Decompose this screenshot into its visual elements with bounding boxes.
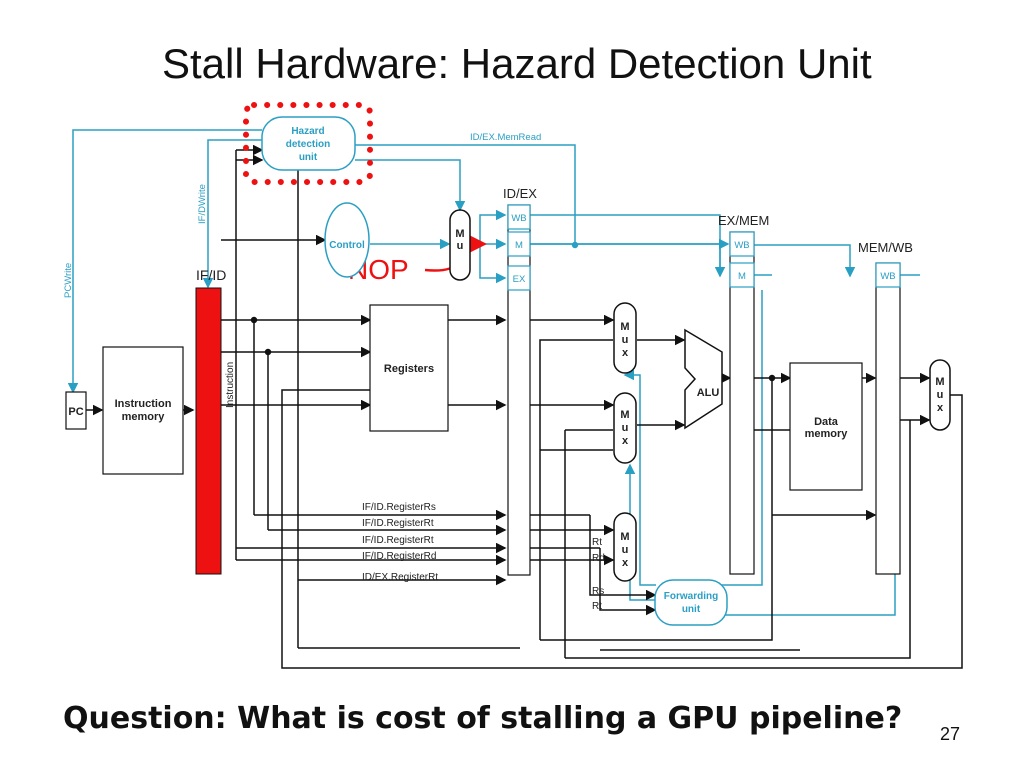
svg-text:WB: WB — [511, 213, 526, 224]
fwd-rs-label: Rs — [592, 586, 604, 597]
instruction-label: Instruction — [225, 362, 236, 408]
svg-text:x: x — [622, 557, 629, 569]
register-file: Registers — [369, 304, 449, 432]
page-number: 27 — [940, 724, 961, 744]
alu-input-mux-b: M u x — [613, 392, 637, 464]
svg-text:u: u — [622, 544, 629, 556]
control-wires — [67, 129, 920, 616]
svg-text:Data: Data — [814, 416, 839, 428]
svg-text:Hazard: Hazard — [291, 126, 324, 137]
exmem-register: WB M — [729, 231, 755, 575]
svg-text:WB: WB — [880, 271, 895, 282]
mux-rt-label: Rt — [592, 537, 602, 548]
svg-text:Control: Control — [329, 240, 365, 251]
control-unit: Control — [324, 202, 370, 278]
idex-memread-label: ID/EX.MemRead — [470, 132, 541, 143]
forwarding-unit: Forwarding unit — [654, 579, 728, 626]
svg-text:u: u — [622, 334, 629, 346]
svg-text:WB: WB — [734, 240, 749, 251]
svg-text:PC: PC — [68, 406, 83, 418]
svg-text:M: M — [515, 240, 523, 251]
svg-text:unit: unit — [682, 604, 701, 615]
mux-rd-label: Rd — [592, 553, 605, 564]
svg-text:M: M — [935, 376, 944, 388]
ifid-register — [195, 287, 222, 575]
reg-label-rs: IF/ID.RegisterRs — [362, 502, 436, 513]
svg-text:x: x — [622, 347, 629, 359]
control-mux: M u — [449, 209, 471, 281]
idex-label: ID/EX — [503, 186, 537, 201]
svg-text:M: M — [738, 271, 746, 282]
slide-title: Stall Hardware: Hazard Detection Unit — [162, 40, 872, 87]
question-text: Question: What is cost of stalling a GPU… — [63, 701, 903, 736]
svg-text:M: M — [620, 409, 629, 421]
idex-register: WB M EX — [507, 204, 531, 576]
ifdwrite-label: IF/DWrite — [197, 184, 208, 224]
ifid-label: IF/ID — [196, 267, 226, 283]
svg-text:ALU: ALU — [697, 387, 720, 399]
svg-text:memory: memory — [805, 428, 849, 440]
data-memory: Data memory — [789, 362, 863, 491]
reg-label-rt-2: IF/ID.RegisterRt — [362, 535, 434, 546]
svg-text:unit: unit — [299, 152, 318, 163]
reg-label-rd: IF/ID.RegisterRd — [362, 551, 436, 562]
fwd-rt-label: Rt — [592, 601, 602, 612]
svg-text:memory: memory — [122, 411, 166, 423]
svg-text:Instruction: Instruction — [115, 398, 172, 410]
writeback-mux: M u x — [929, 359, 951, 431]
svg-text:u: u — [937, 389, 944, 401]
reg-label-rt-1: IF/ID.RegisterRt — [362, 518, 434, 529]
data-wires — [84, 144, 963, 669]
regdst-mux: M u x — [613, 512, 637, 582]
svg-text:M: M — [455, 228, 464, 240]
svg-text:detection: detection — [286, 139, 330, 150]
memwb-register: WB — [875, 262, 901, 575]
svg-text:x: x — [622, 435, 629, 447]
svg-text:EX: EX — [513, 274, 526, 285]
svg-text:M: M — [620, 531, 629, 543]
svg-text:M: M — [620, 321, 629, 333]
alu-input-mux-a: M u x — [613, 302, 637, 374]
alu: ALU — [684, 328, 723, 430]
svg-text:x: x — [937, 402, 944, 414]
reg-label-idex-rt: ID/EX.RegisterRt — [362, 572, 438, 583]
exmem-label: EX/MEM — [718, 213, 769, 228]
memwb-label: MEM/WB — [858, 240, 913, 255]
hazard-detection-unit: Hazard detection unit — [261, 116, 356, 171]
svg-text:u: u — [622, 422, 629, 434]
svg-text:u: u — [457, 240, 464, 252]
svg-text:Registers: Registers — [384, 363, 434, 375]
instruction-memory: Instruction memory — [102, 346, 184, 475]
hazard-highlight-box — [243, 102, 373, 185]
pc-block: PC — [65, 391, 87, 430]
pcwrite-label: PCWrite — [63, 263, 74, 298]
svg-text:Forwarding: Forwarding — [664, 591, 718, 602]
